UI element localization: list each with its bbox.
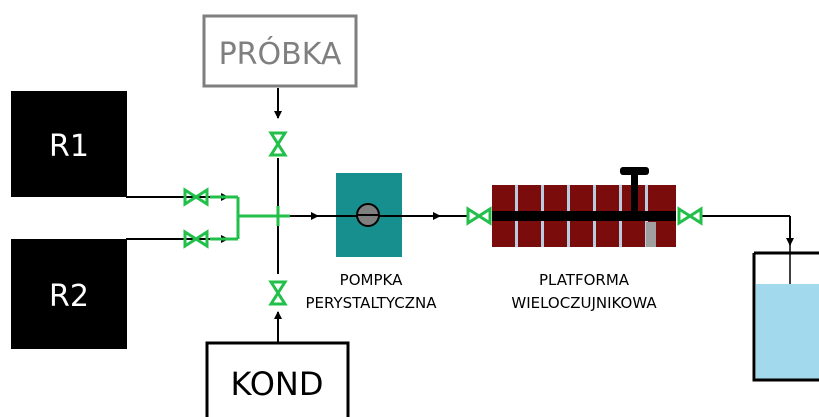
reagent1-box xyxy=(11,91,127,197)
platform-handle xyxy=(620,167,649,175)
valve-kond-icon[interactable] xyxy=(268,280,288,306)
conditioner-box xyxy=(205,341,350,417)
valve-r2-icon[interactable] xyxy=(183,229,209,249)
platform-plug xyxy=(646,222,656,247)
vessel xyxy=(752,253,819,382)
platform-stem xyxy=(631,171,638,216)
valve-platform-in-icon[interactable] xyxy=(466,206,492,226)
sample-box xyxy=(202,14,358,88)
valve-r1-icon[interactable] xyxy=(183,187,209,207)
reagent1-label: R1 xyxy=(49,129,89,164)
reagent2-label: R2 xyxy=(49,279,89,314)
valve-sample-icon[interactable] xyxy=(268,131,288,157)
manifold xyxy=(210,195,290,241)
pump-label-line2: PERYSTALTYCZNA xyxy=(306,294,438,312)
valve-platform-out-icon[interactable] xyxy=(677,206,703,226)
platform xyxy=(492,167,676,247)
sample-label: PRÓBKA xyxy=(219,35,342,72)
conditioner-label: KOND xyxy=(231,365,324,403)
reagent2-box xyxy=(11,239,127,349)
pump-label-line1: POMPKA xyxy=(340,271,403,289)
platform-rod xyxy=(492,211,676,221)
platform-label-line2: WIELOCZUJNIKOWA xyxy=(511,294,657,312)
vessel-liquid xyxy=(756,284,819,380)
platform-label-line1: PLATFORMA xyxy=(539,271,630,289)
